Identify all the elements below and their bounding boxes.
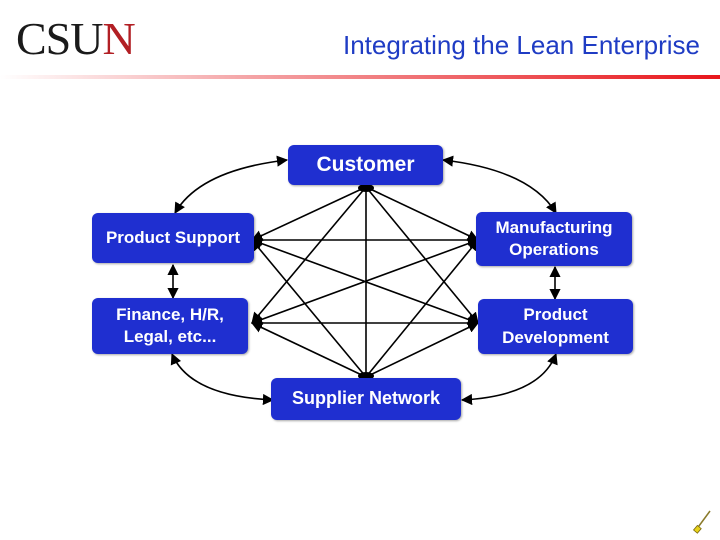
node-manufacturing-operations: Manufacturing Operations — [476, 212, 632, 266]
pencil-icon — [692, 510, 711, 534]
logo-accent-text: N — [102, 13, 135, 64]
node-supplier-network: Supplier Network — [271, 378, 461, 420]
node-customer-label: Customer — [316, 153, 415, 177]
node-product-support: Product Support — [92, 213, 254, 263]
node-product-development-label: Product Development — [502, 305, 609, 347]
arrow-customer-manufacturing — [441, 155, 557, 214]
node-finance-hr-legal: Finance, H/R, Legal, etc... — [92, 298, 248, 354]
node-product-support-label: Product Support — [105, 227, 241, 247]
arrow-development-supplier — [460, 352, 558, 406]
arrow-customer-productsupport — [174, 155, 289, 214]
node-supplier-network-label: Supplier Network — [291, 388, 441, 409]
arrow-finance-supplier — [170, 352, 275, 406]
node-manufacturing-label: Manufacturing Operations — [495, 217, 613, 259]
hub-top — [358, 184, 374, 192]
csun-logo: CSUN — [16, 13, 136, 64]
logo-text: CSU — [16, 13, 103, 64]
network-lines — [250, 186, 480, 378]
node-finance-label: Finance, H/R, Legal, etc... — [116, 304, 224, 346]
title-rule — [0, 75, 720, 79]
node-product-development: Product Development — [478, 299, 633, 354]
slide-title: Integrating the Lean Enterprise — [342, 30, 700, 60]
node-customer: Customer — [288, 145, 443, 185]
